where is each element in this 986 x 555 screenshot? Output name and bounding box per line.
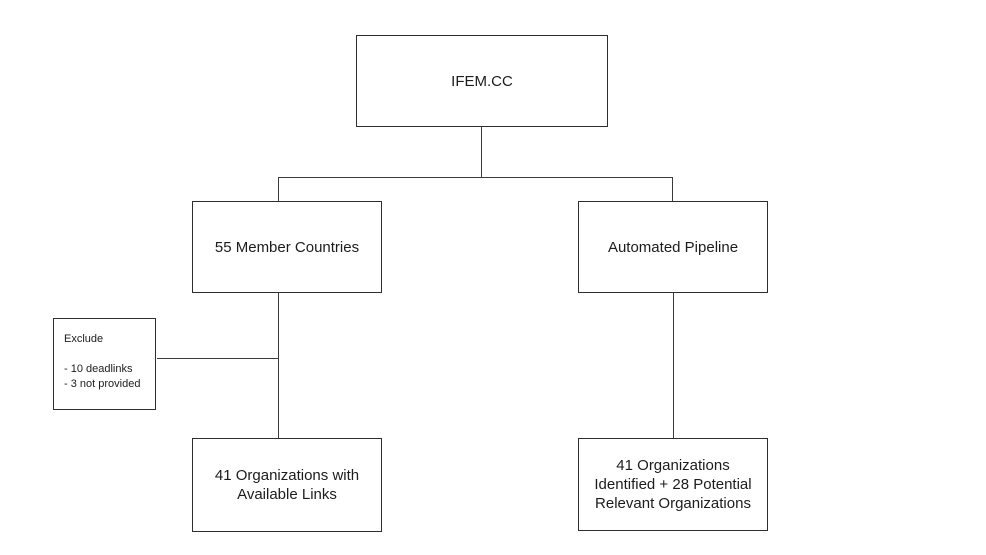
connector-members-to-result bbox=[278, 293, 279, 438]
node-organizations-identified: 41 Organizations Identified + 28 Potenti… bbox=[578, 438, 768, 531]
connector-exclude-link bbox=[157, 358, 278, 359]
connector-branch-horizontal bbox=[278, 177, 673, 178]
node-automated-pipeline-label: Automated Pipeline bbox=[607, 238, 739, 256]
node-organizations-with-links: 41 Organizations with Available Links bbox=[192, 438, 382, 532]
node-automated-pipeline: Automated Pipeline bbox=[578, 201, 768, 293]
connector-root-drop bbox=[481, 127, 482, 177]
node-organizations-identified-label: 41 Organizations Identified + 28 Potenti… bbox=[594, 457, 752, 512]
exclude-note-item-deadlinks: - 10 deadlinks bbox=[64, 363, 133, 375]
node-exclude-note: Exclude - 10 deadlinks - 3 not provided bbox=[53, 318, 156, 410]
connector-pipeline-to-result bbox=[673, 293, 674, 438]
node-member-countries-label: 55 Member Countries bbox=[214, 238, 360, 256]
node-root-label: IFEM.CC bbox=[451, 72, 513, 90]
node-root-ifem: IFEM.CC bbox=[356, 35, 608, 127]
node-organizations-with-links-label: 41 Organizations with Available Links bbox=[214, 467, 360, 503]
connector-left-branch-drop bbox=[278, 178, 279, 201]
exclude-note-title: Exclude bbox=[64, 333, 104, 345]
connector-right-branch-drop bbox=[672, 178, 673, 202]
exclude-note-item-not-provided: - 3 not provided bbox=[64, 378, 141, 390]
node-member-countries: 55 Member Countries bbox=[192, 201, 382, 293]
